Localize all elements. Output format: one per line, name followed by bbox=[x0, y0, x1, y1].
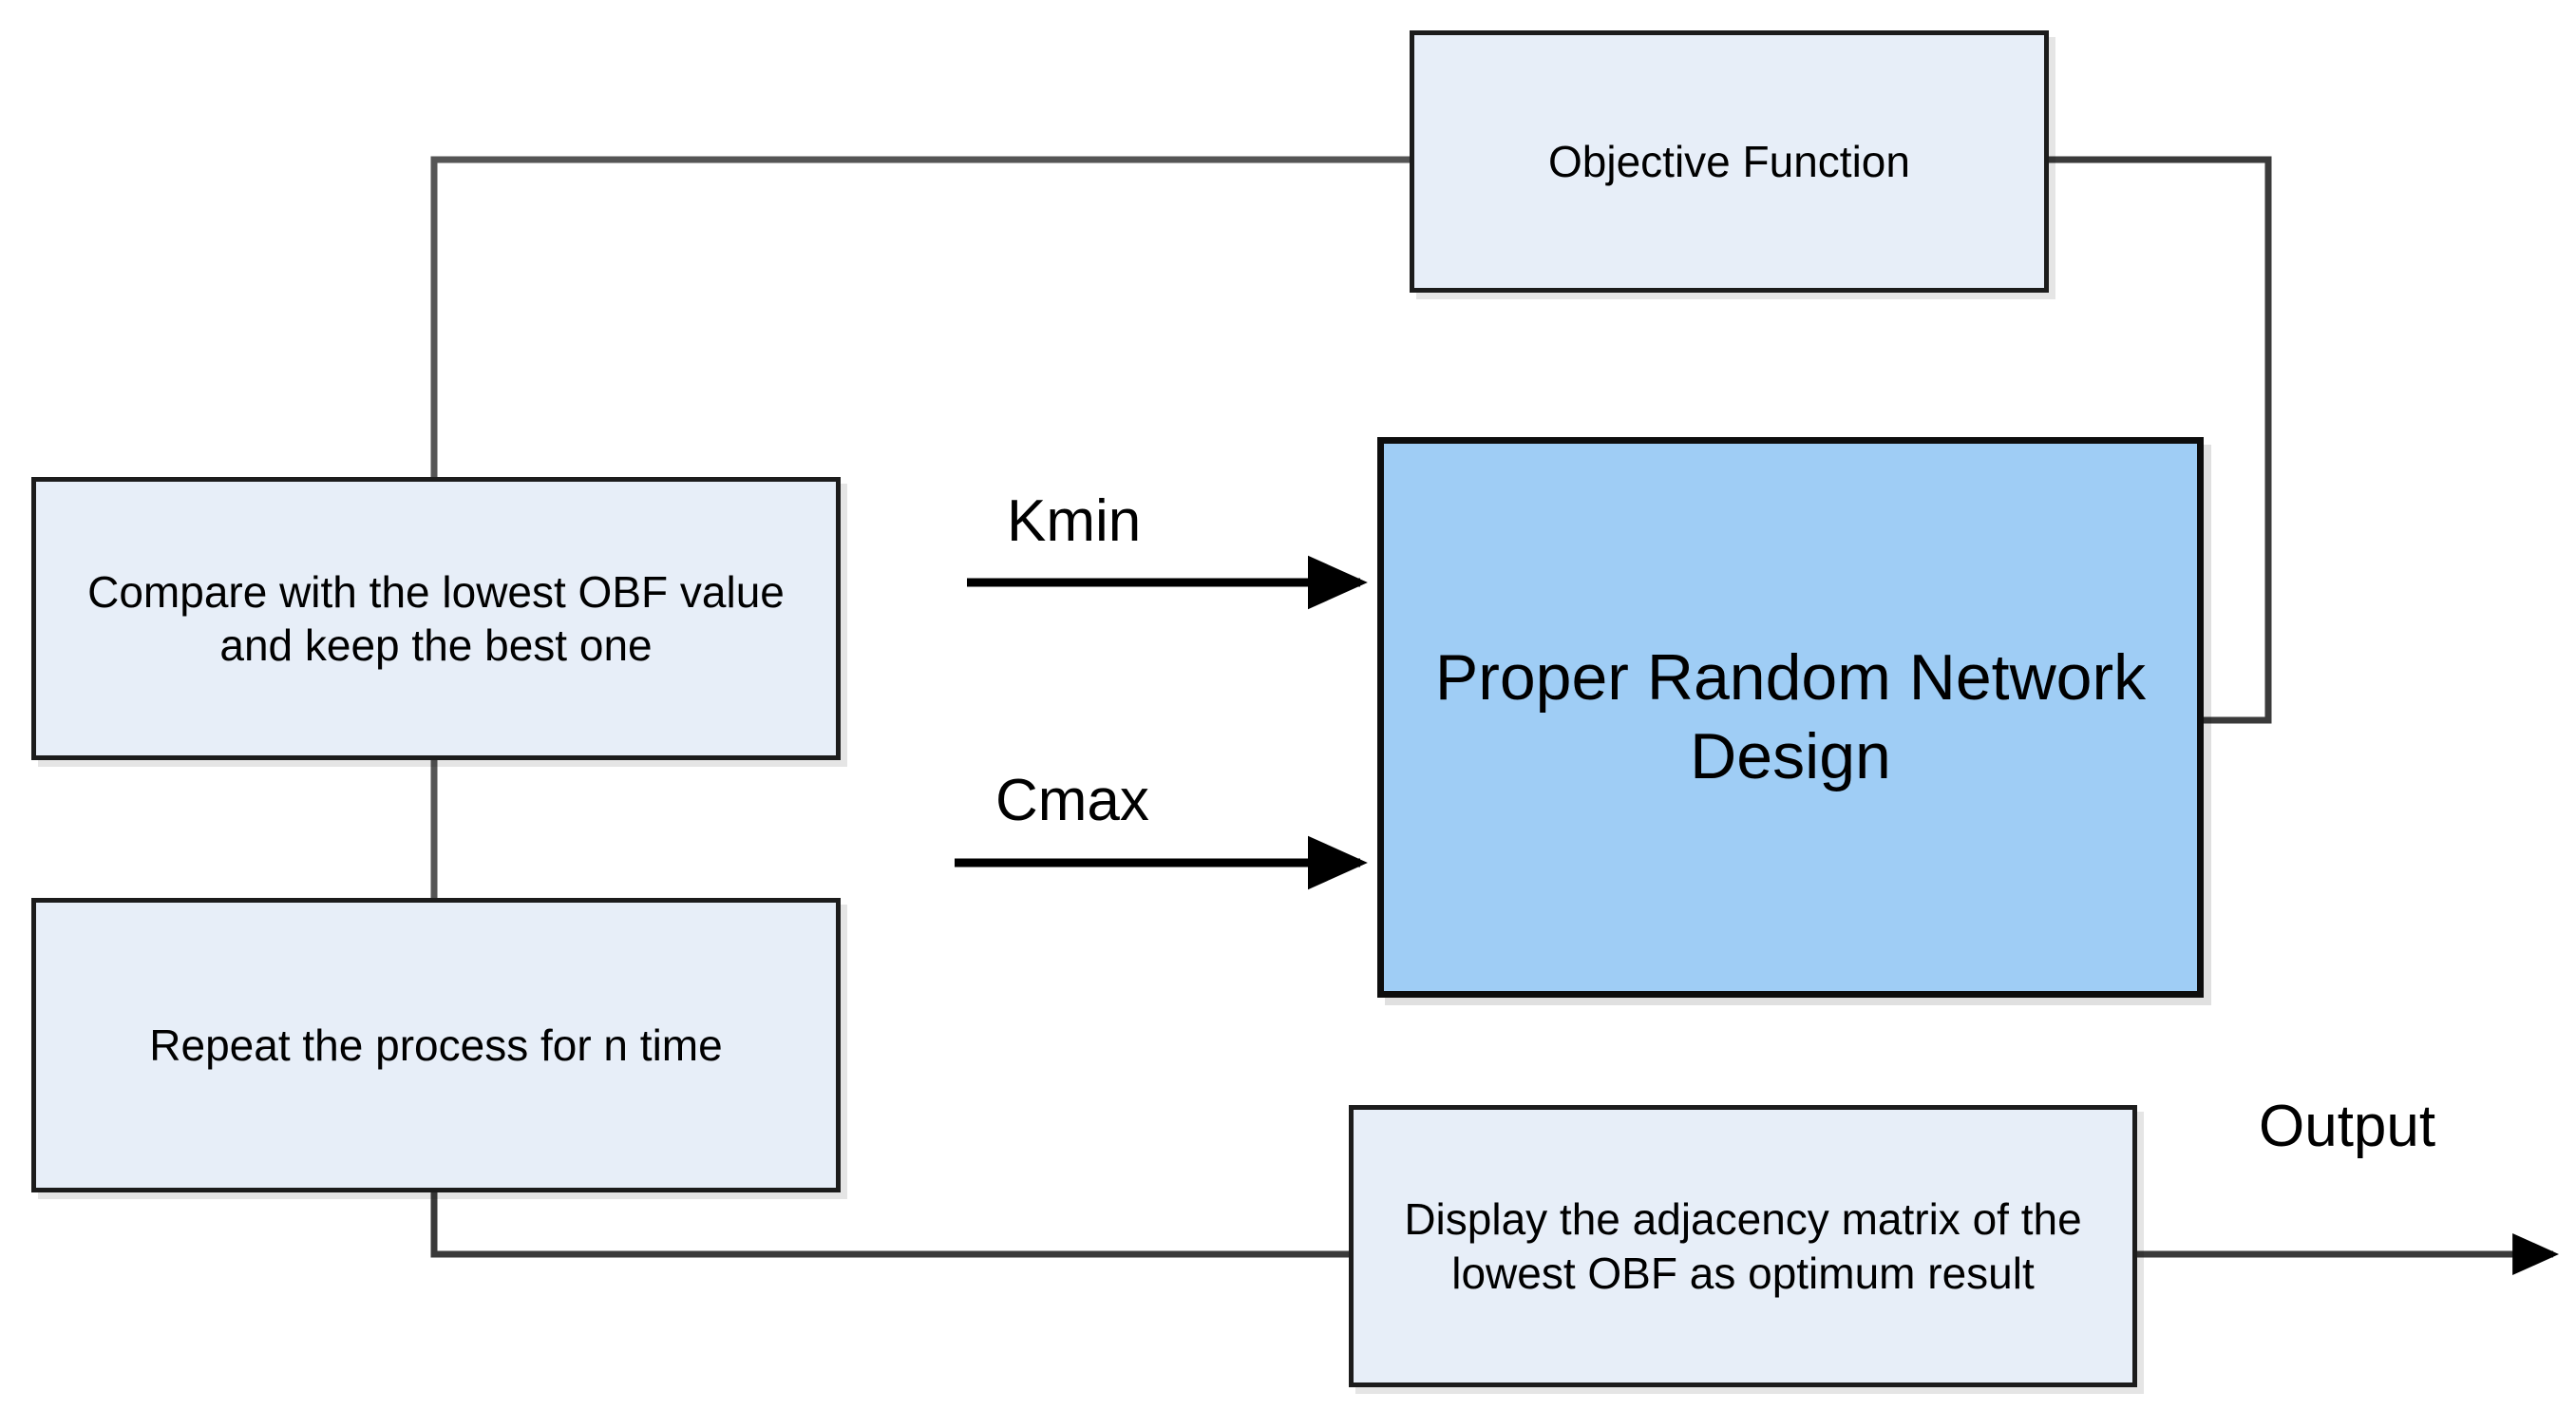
edge-label-output: Output bbox=[2259, 1094, 2436, 1159]
edge-label-kmin: Kmin bbox=[1007, 488, 1142, 554]
node-proper-random-network-design-label: Proper Random Network Design bbox=[1434, 641, 2147, 792]
edge-label-cmax: Cmax bbox=[995, 768, 1149, 833]
node-objective-function[interactable]: Objective Function bbox=[1410, 30, 2049, 293]
node-display-adjacency-matrix[interactable]: Display the adjacency matrix of the lowe… bbox=[1349, 1105, 2137, 1387]
node-display-adjacency-matrix-label: Display the adjacency matrix of the lowe… bbox=[1404, 1194, 2082, 1298]
node-compare-lowest-obf[interactable]: Compare with the lowest OBF value and ke… bbox=[31, 477, 841, 760]
connector-objective-to-compare bbox=[430, 156, 1410, 477]
node-proper-random-network-design[interactable]: Proper Random Network Design bbox=[1377, 437, 2204, 998]
node-repeat-process[interactable]: Repeat the process for n time bbox=[31, 898, 841, 1192]
node-compare-lowest-obf-label: Compare with the lowest OBF value and ke… bbox=[87, 566, 785, 670]
node-repeat-process-label: Repeat the process for n time bbox=[149, 1020, 723, 1070]
connector-repeat-to-display bbox=[430, 1192, 1349, 1258]
node-objective-function-label: Objective Function bbox=[1548, 136, 1910, 186]
